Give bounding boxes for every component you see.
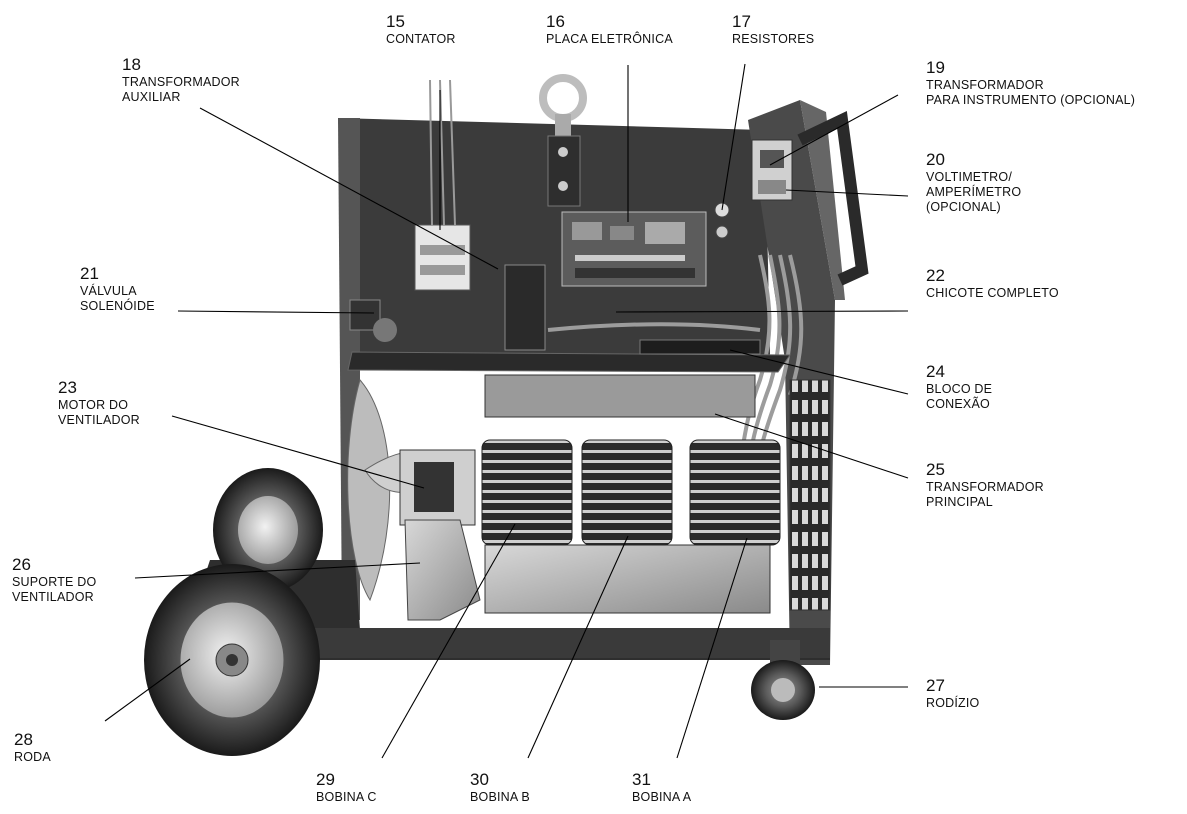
fan-motor (399, 449, 476, 526)
callout-text: RODÍZIO (926, 696, 980, 710)
connection-block (639, 339, 761, 355)
rear-wheel (213, 468, 323, 592)
callout-29: 29 BOBINA C (316, 770, 377, 805)
leader-23 (171, 415, 425, 489)
electronic-board (561, 211, 707, 287)
callout-number: 30 (470, 770, 489, 789)
leader-19 (769, 94, 899, 166)
callout-31: 31 BOBINA A (632, 770, 691, 805)
callout-text: BOBINA A (632, 790, 692, 804)
callout-number: 31 (632, 770, 651, 789)
callout-number: 25 (926, 460, 945, 479)
callout-text: BOBINA C (316, 790, 377, 804)
callout-text: TRANSFORMADOR (122, 75, 240, 89)
leader-26 (134, 562, 421, 579)
callout-text: TRANSFORMADOR (926, 78, 1044, 92)
callout-text: VÁLVULA (80, 284, 137, 298)
callout-number: 23 (58, 378, 77, 397)
callout-number: 29 (316, 770, 335, 789)
callout-number: 17 (732, 12, 751, 31)
shelf (347, 351, 791, 373)
vent-side (789, 379, 831, 611)
side-handle (797, 111, 869, 286)
main-transformer (481, 374, 781, 614)
callout-text: TRANSFORMADOR (926, 480, 1044, 494)
leader-28 (104, 658, 191, 722)
callout-25: 25 TRANSFORMADOR PRINCIPAL (926, 460, 1044, 510)
callout-27: 27 RODÍZIO (926, 676, 979, 711)
callout-number: 20 (926, 150, 945, 169)
callout-20: 20 VOLTIMETRO/ AMPERÍMETRO (OPCIONAL) (926, 150, 1021, 215)
callout-19: 19 TRANSFORMADOR PARA INSTRUMENTO (OPCIO… (926, 58, 1135, 108)
callout-number: 27 (926, 676, 945, 695)
callout-text: CONTATOR (386, 32, 456, 46)
callout-text: VOLTIMETRO/ (926, 170, 1013, 184)
callout-26: 26 SUPORTE DO VENTILADOR (12, 555, 96, 605)
callout-text: AMPERÍMETRO (926, 185, 1022, 199)
callout-22: 22 CHICOTE COMPLETO (926, 266, 1059, 301)
callout-number: 22 (926, 266, 945, 285)
leader-22 (615, 310, 909, 313)
callout-17: 17 RESISTORES (732, 12, 814, 47)
callout-number: 16 (546, 12, 565, 31)
callout-text: CONEXÃO (926, 397, 990, 411)
callout-text: SOLENÓIDE (80, 299, 155, 313)
leader-30 (527, 535, 629, 759)
base-bar (300, 628, 830, 658)
callout-number: 24 (926, 362, 945, 381)
callout-text: PLACA ELETRÔNICA (546, 32, 673, 46)
leader-24 (729, 349, 909, 395)
callout-text: MOTOR DO (58, 398, 129, 412)
callout-text: CHICOTE COMPLETO (926, 286, 1059, 300)
callout-18: 18 TRANSFORMADOR AUXILIAR (122, 55, 240, 105)
callout-text: BOBINA B (470, 790, 530, 804)
callout-text: RODA (14, 750, 51, 764)
resistors (714, 202, 730, 239)
callout-text: VENTILADOR (58, 413, 140, 427)
callout-number: 26 (12, 555, 31, 574)
lifting-eye (539, 74, 587, 207)
callout-23: 23 MOTOR DO VENTILADOR (58, 378, 140, 428)
solenoid-valve (349, 299, 397, 342)
callout-21: 21 VÁLVULA SOLENÓIDE (80, 264, 155, 314)
contactor (414, 79, 471, 291)
callout-number: 15 (386, 12, 405, 31)
callout-text: RESISTORES (732, 32, 815, 46)
leader-29 (381, 523, 516, 759)
aux-transformer (504, 264, 546, 351)
callout-30: 30 BOBINA B (470, 770, 530, 805)
leader-lines (104, 63, 909, 759)
callout-text: SUPORTE DO (12, 575, 97, 589)
callout-number: 21 (80, 264, 99, 283)
callout-15: 15 CONTATOR (386, 12, 456, 47)
callout-text: AUXILIAR (122, 90, 181, 104)
callout-24: 24 BLOCO DE CONEXÃO (926, 362, 992, 412)
big-wheel (144, 564, 320, 756)
leader-31 (676, 537, 748, 759)
callout-text: BLOCO DE (926, 382, 993, 396)
fan-support (404, 519, 481, 621)
leader-21 (177, 310, 375, 314)
callout-16: 16 PLACA ELETRÔNICA (546, 12, 673, 47)
callout-text: PRINCIPAL (926, 495, 993, 509)
leader-18 (199, 107, 499, 270)
leader-25 (714, 413, 909, 479)
caster (751, 640, 815, 720)
callout-text: VENTILADOR (12, 590, 94, 604)
callout-text: (OPCIONAL) (926, 200, 1001, 214)
callout-number: 19 (926, 58, 945, 77)
callout-text: PARA INSTRUMENTO (OPCIONAL) (926, 93, 1136, 107)
callout-number: 28 (14, 730, 33, 749)
leader-20 (785, 189, 909, 197)
instrument-transformer (751, 139, 793, 201)
callout-28: 28 RODA (14, 730, 51, 765)
callout-number: 18 (122, 55, 141, 74)
leader-17 (721, 63, 746, 211)
